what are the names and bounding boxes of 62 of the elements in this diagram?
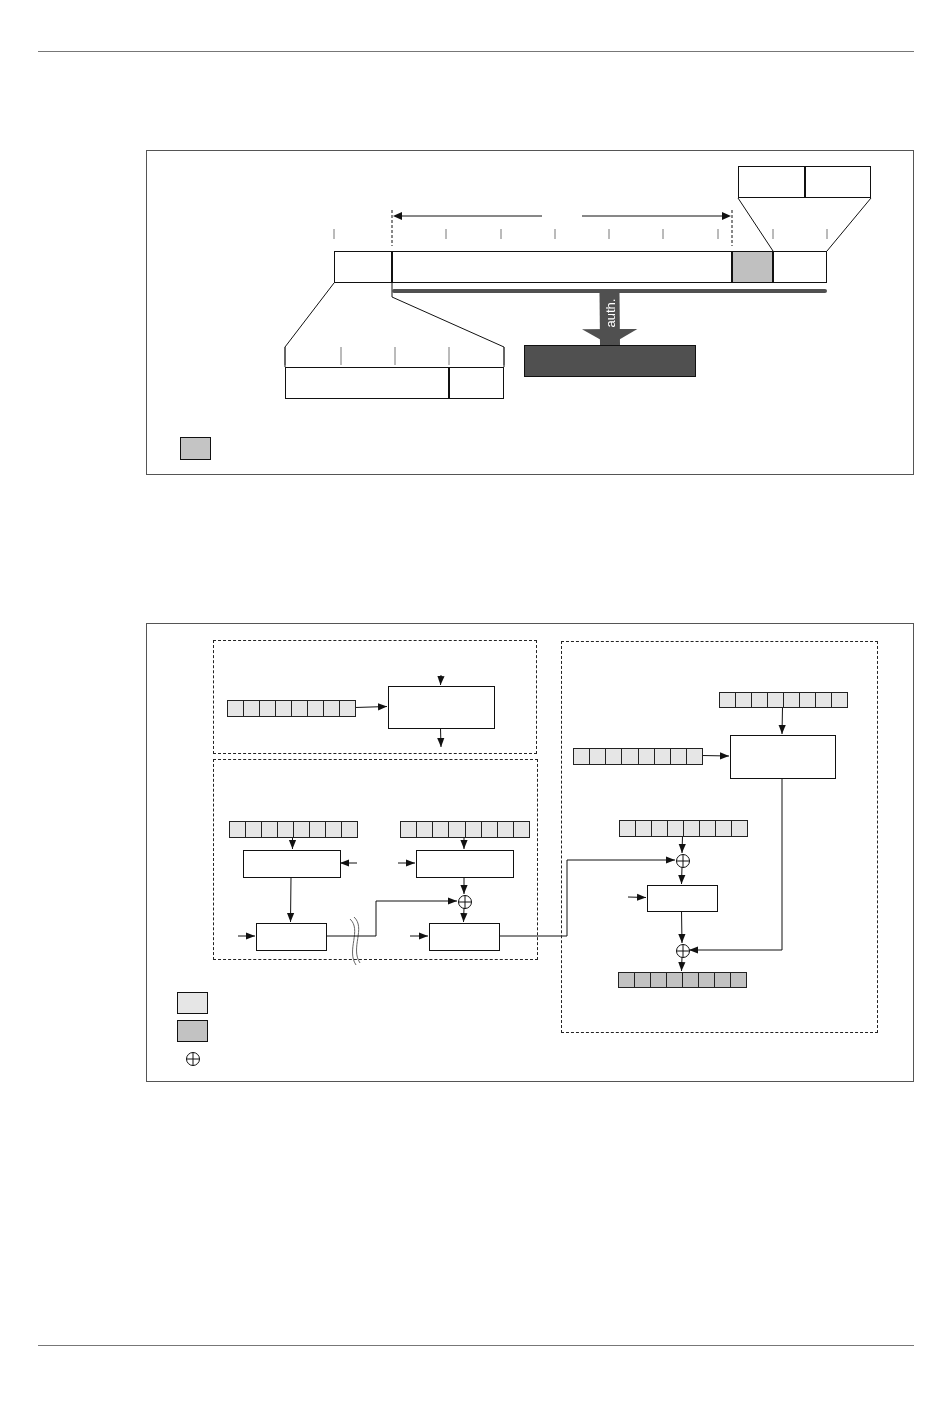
- arrow: [397, 859, 416, 867]
- block: [647, 885, 718, 912]
- arrow: [287, 876, 295, 923]
- arrow: [688, 777, 783, 954]
- legend-swatch: [177, 1020, 208, 1042]
- block: [416, 850, 514, 878]
- register-row: [619, 820, 748, 837]
- dashed-group: [561, 641, 878, 1033]
- dashed-group: [213, 759, 538, 960]
- register-row: [400, 821, 530, 838]
- arrow: [678, 835, 686, 854]
- block: [429, 923, 500, 951]
- zoom-line: [826, 197, 872, 252]
- arrow: [701, 752, 730, 760]
- xor-symbol: [676, 944, 690, 958]
- arrow: [498, 856, 676, 937]
- block-arrow: [581, 292, 638, 346]
- arrow: [678, 910, 686, 944]
- arrow: [339, 859, 358, 867]
- dashed-group: [213, 640, 537, 754]
- dark-block: [524, 345, 696, 377]
- underline-bar: [392, 289, 827, 293]
- block: [392, 251, 732, 283]
- block: [449, 367, 504, 399]
- arrow: [460, 836, 468, 850]
- register-row: [573, 748, 703, 765]
- arrow: [437, 674, 445, 686]
- block: [805, 166, 871, 198]
- arrow: [437, 727, 445, 748]
- xor-symbol: [186, 1052, 200, 1066]
- arrow: [627, 893, 647, 901]
- arrow: [354, 703, 388, 711]
- arrow: [288, 836, 297, 850]
- arrow: [409, 932, 429, 940]
- zoom-line: [737, 197, 774, 252]
- arrow: [325, 897, 458, 937]
- arrow: [678, 866, 686, 885]
- block: [388, 686, 495, 729]
- arrow: [778, 706, 786, 735]
- register-row: [229, 821, 358, 838]
- legend-swatch: [180, 437, 211, 460]
- zoom-line: [391, 282, 505, 368]
- block: [334, 251, 392, 283]
- arrow: [237, 932, 256, 940]
- xor-symbol: [458, 895, 472, 909]
- arrow: [678, 956, 686, 972]
- block: [285, 367, 449, 399]
- xor-symbol: [676, 854, 690, 868]
- zoom-line: [284, 282, 335, 368]
- block: [243, 850, 341, 878]
- block: [256, 923, 327, 951]
- register-row: [227, 700, 356, 717]
- arrow: [460, 907, 468, 923]
- legend-swatch: [177, 992, 208, 1014]
- register-row: [719, 692, 848, 708]
- block: [773, 251, 827, 283]
- block: [738, 166, 805, 198]
- edge-label: auth.: [603, 298, 617, 328]
- register-row: [618, 972, 747, 988]
- block: [730, 735, 836, 779]
- shaded-block: [732, 251, 773, 283]
- arrow: [460, 876, 468, 895]
